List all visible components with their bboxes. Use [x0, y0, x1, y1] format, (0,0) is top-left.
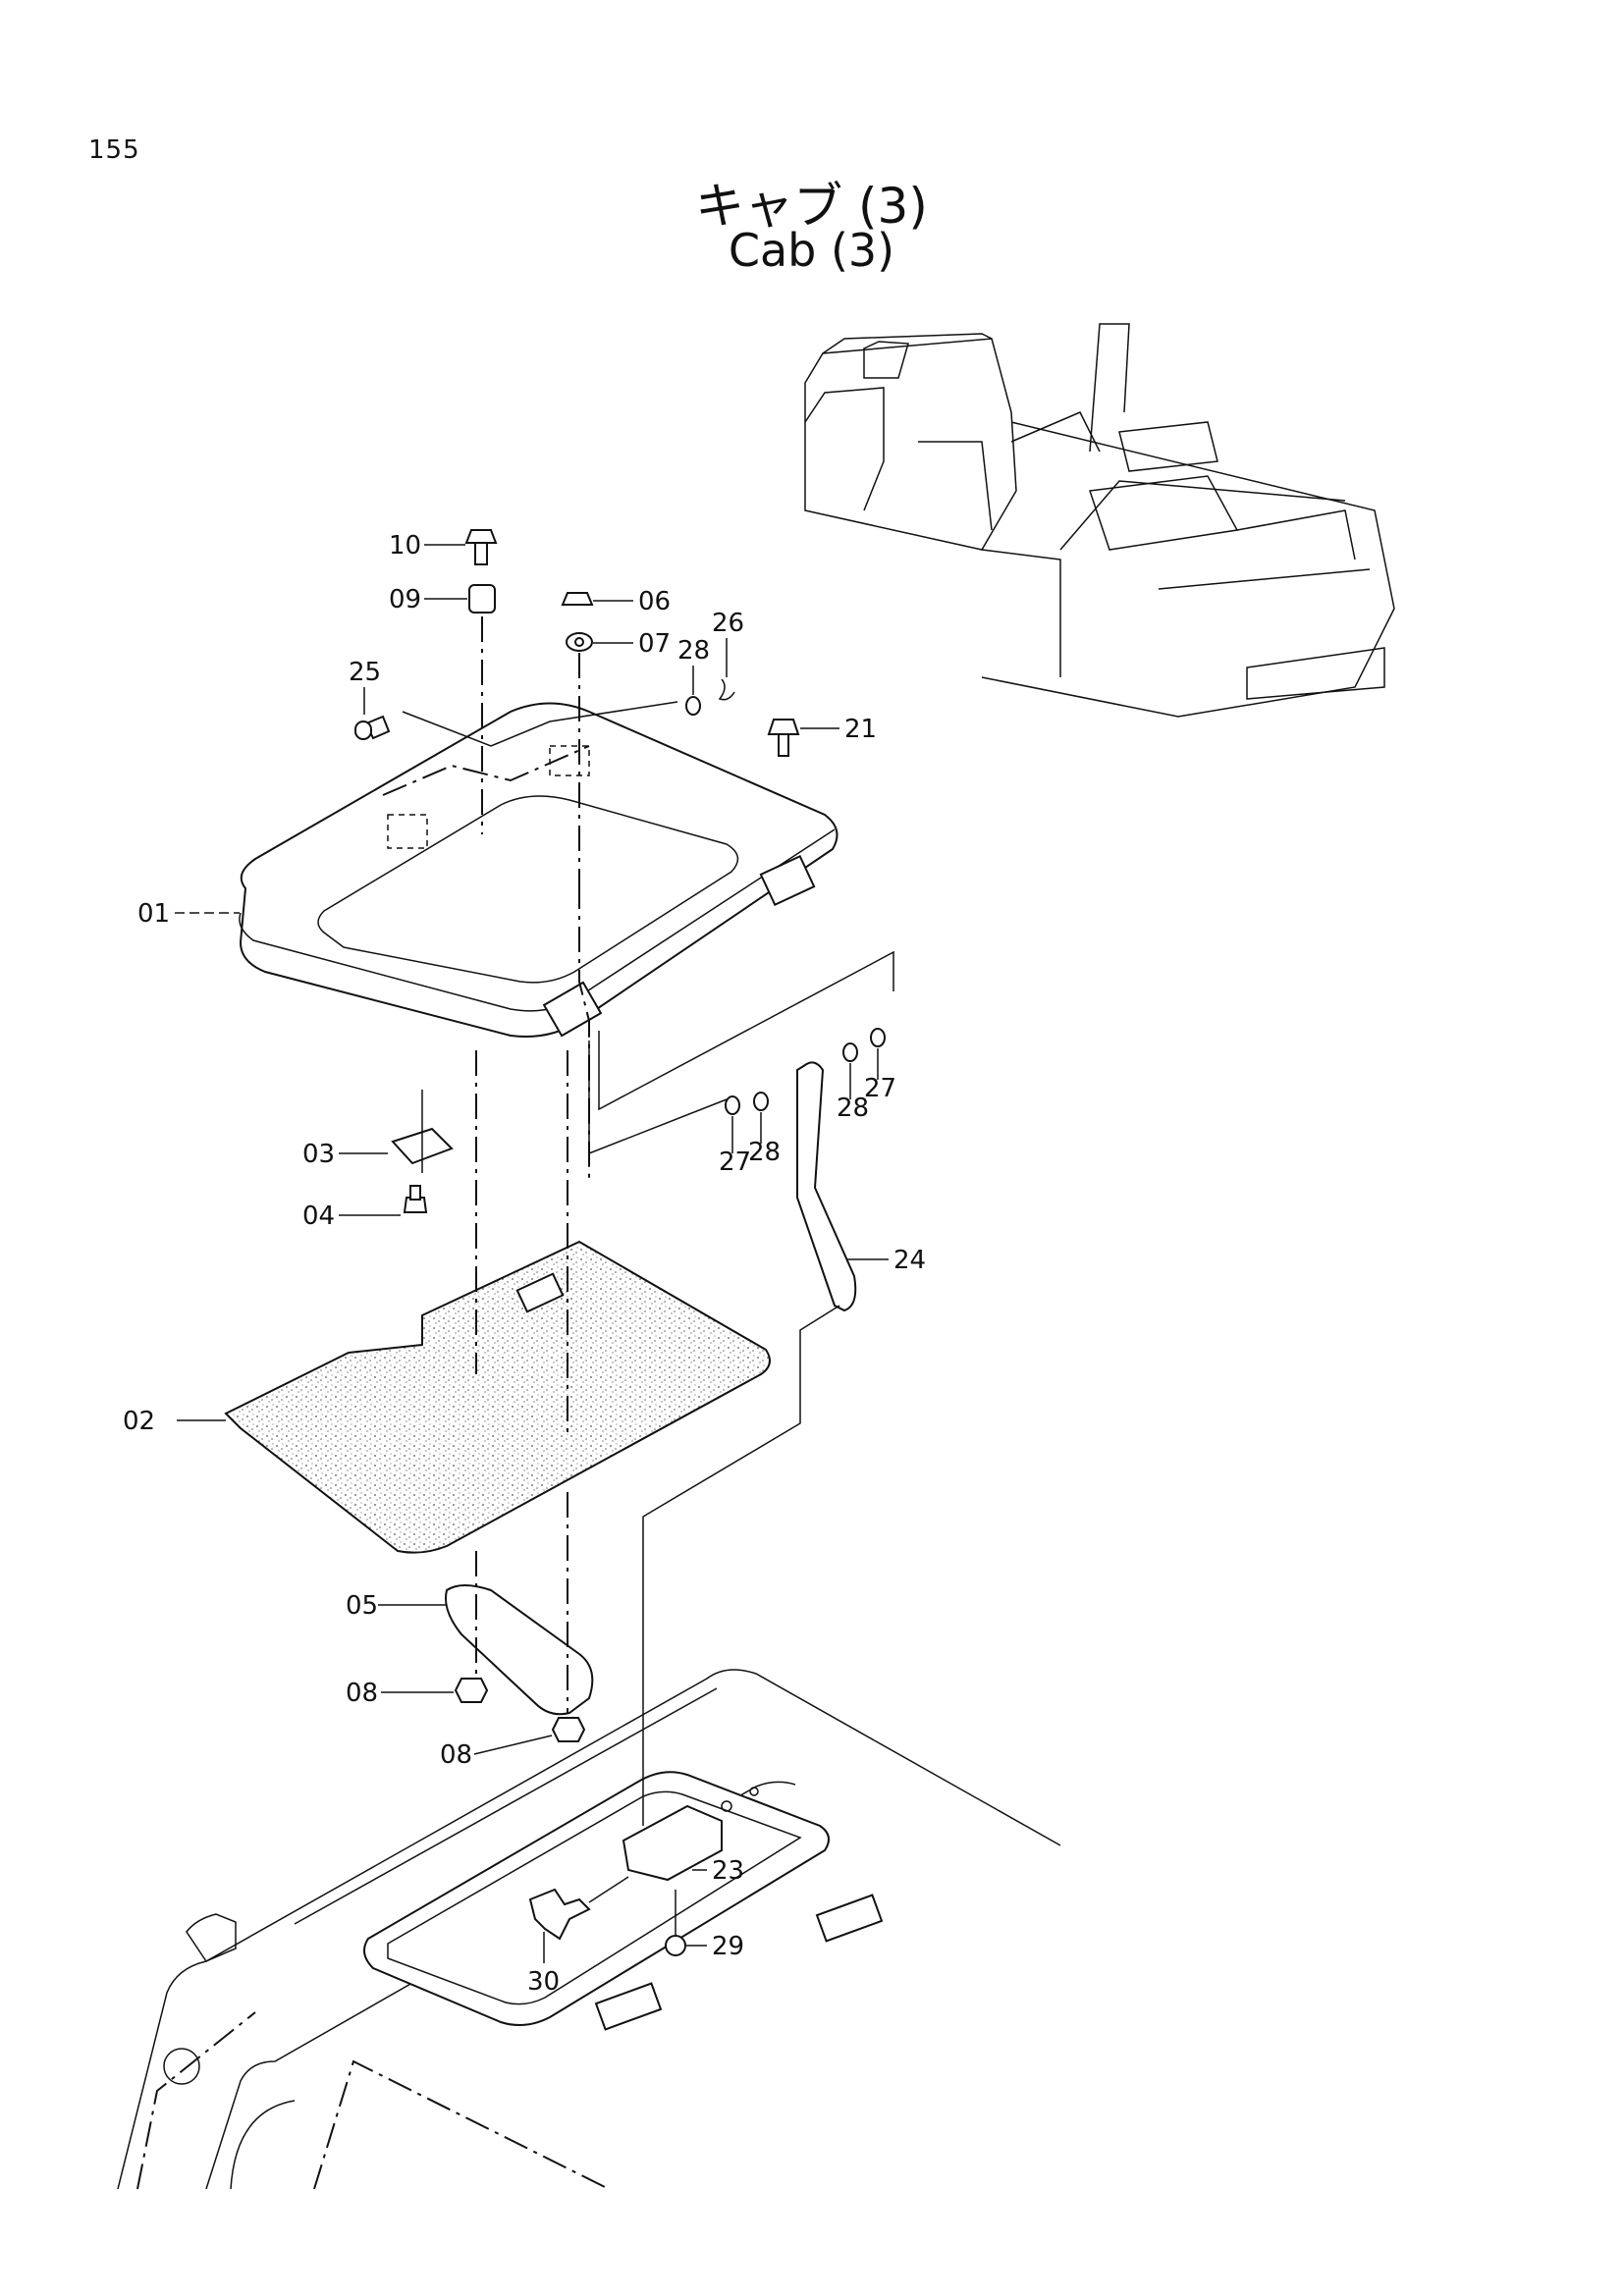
page-number: 155 [88, 135, 140, 165]
callout-28-left: 28 [748, 1138, 781, 1167]
leader-lines [175, 544, 889, 1963]
callout-28-right: 28 [837, 1094, 869, 1123]
callout-09: 09 [389, 585, 421, 614]
callout-03: 03 [302, 1140, 335, 1169]
excavator-overview [804, 323, 1395, 718]
hatch-stay [796, 1061, 857, 1312]
callout-28-top: 28 [677, 636, 710, 666]
callout-08-left: 08 [346, 1679, 378, 1708]
callout-08-right: 08 [440, 1740, 472, 1770]
callout-24: 24 [893, 1246, 926, 1275]
callout-25: 25 [349, 658, 381, 687]
cab-body [117, 1669, 1061, 2190]
callout-04: 04 [302, 1201, 335, 1231]
callout-27-right: 27 [864, 1074, 896, 1103]
callout-06: 06 [638, 587, 671, 616]
callout-02: 02 [123, 1407, 155, 1436]
callout-05: 05 [346, 1591, 378, 1621]
callout-10: 10 [389, 531, 421, 561]
hatch-handle [445, 1584, 594, 1716]
roof-hatch-frame [239, 702, 839, 1038]
callout-27-left: 27 [719, 1148, 751, 1177]
title-japanese: キャブ (3) [695, 178, 928, 235]
callout-07: 07 [638, 629, 671, 659]
callout-23: 23 [712, 1856, 744, 1886]
ceiling-mat [224, 1240, 771, 1554]
callout-21: 21 [844, 715, 877, 744]
callout-30: 30 [527, 1967, 560, 1997]
latch-knob [528, 1888, 591, 1941]
callout-26: 26 [712, 609, 744, 638]
latch-bracket [622, 1804, 723, 1882]
mat-cutout [515, 1272, 565, 1313]
latch-bolt [665, 1935, 686, 1956]
callout-01: 01 [137, 899, 170, 929]
callout-29: 29 [712, 1932, 744, 1961]
title-english: Cab (3) [728, 224, 895, 277]
assembly-lines [402, 616, 894, 1936]
